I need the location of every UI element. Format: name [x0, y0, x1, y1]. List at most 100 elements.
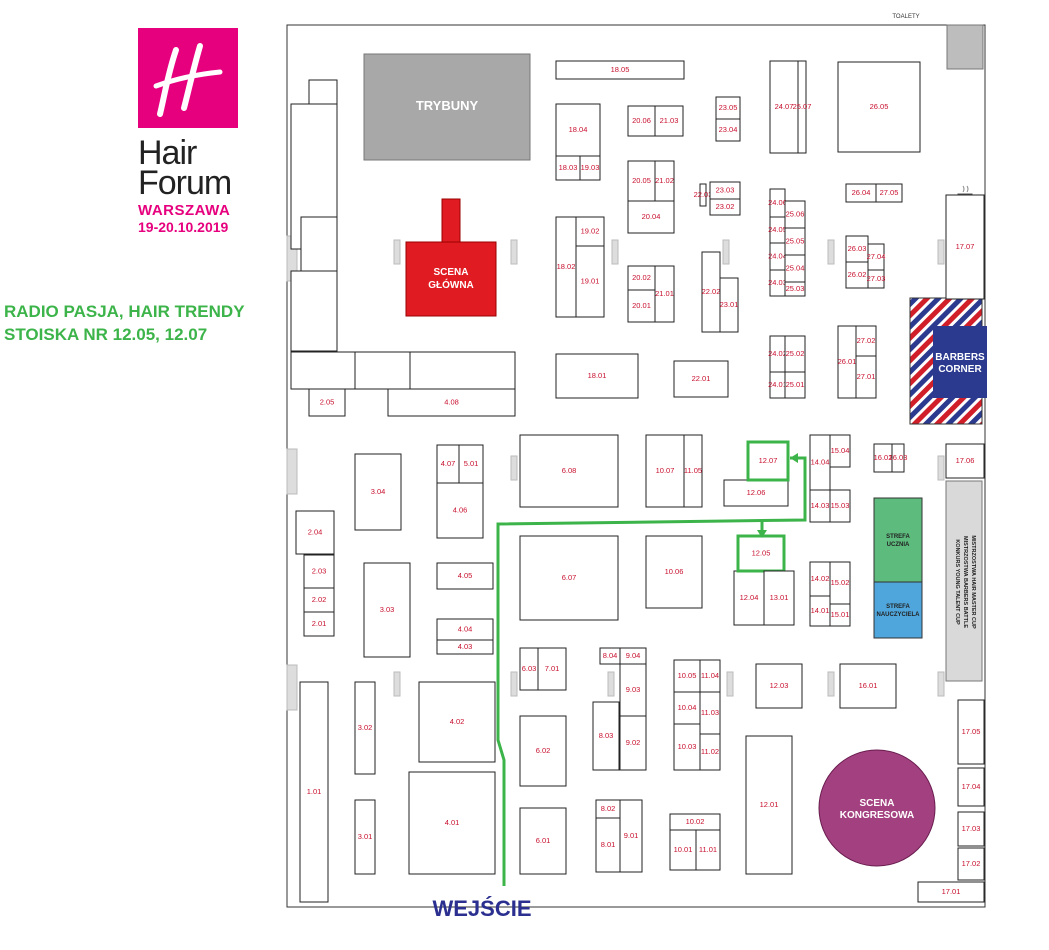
booth-4-06[interactable]: 4.06	[436, 482, 484, 539]
booth-16-03[interactable]: 16.03	[889, 443, 908, 473]
booth-6-01[interactable]: 6.01	[519, 807, 567, 875]
booth-14-04[interactable]: 14.04	[809, 434, 831, 491]
booth-4-03[interactable]: 4.03	[436, 639, 494, 655]
booth-18-01[interactable]: 18.01	[555, 353, 639, 399]
booth-2-05[interactable]: 2.05	[308, 388, 346, 417]
booth-4-04[interactable]: 4.04	[436, 618, 494, 641]
booth-19-01[interactable]: 19.01	[575, 245, 605, 318]
booth-27-03[interactable]: 27.03	[867, 269, 886, 289]
booth-9-04[interactable]: 9.04	[619, 647, 647, 665]
booth-24-07[interactable]: 24.07	[769, 60, 799, 154]
booth-6-02[interactable]: 6.02	[519, 715, 567, 787]
booth-21-03[interactable]: 21.03	[654, 105, 684, 137]
booth-17-03[interactable]: 17.03	[957, 811, 985, 847]
booth-14-01[interactable]: 14.01	[809, 595, 831, 627]
booth-27-05[interactable]: 27.05	[875, 183, 903, 203]
booth-14-02[interactable]: 14.02	[809, 561, 831, 597]
booth-10-07[interactable]: 10.07	[645, 434, 685, 508]
booth-4-05[interactable]: 4.05	[436, 562, 494, 590]
booth-25-01[interactable]: 25.01	[784, 371, 806, 399]
booth-21-01[interactable]: 21.01	[654, 265, 675, 323]
booth-25-07[interactable]: 25.07	[793, 60, 812, 154]
booth-20-04[interactable]: 20.04	[627, 200, 675, 234]
booth-24-04[interactable]: 24.04	[768, 242, 787, 271]
booth-4-07[interactable]: 4.07	[436, 444, 460, 484]
booth-15-02[interactable]: 15.02	[829, 561, 851, 605]
booth-27-02[interactable]: 27.02	[855, 325, 877, 357]
booth-26-04[interactable]: 26.04	[845, 183, 877, 203]
booth-2-04[interactable]: 2.04	[295, 510, 335, 555]
booth-19-03[interactable]: 19.03	[579, 155, 601, 181]
booth-24-02[interactable]: 24.02	[768, 335, 787, 373]
booth-6-07[interactable]: 6.07	[519, 535, 619, 621]
booth-3-02[interactable]: 3.02	[354, 681, 376, 775]
booth-11-02[interactable]: 11.02	[699, 733, 721, 771]
booth-25-06[interactable]: 25.06	[784, 200, 806, 229]
booth-17-06[interactable]: 17.06	[945, 443, 985, 479]
booth-10-05[interactable]: 10.05	[673, 659, 701, 693]
booth-8-04[interactable]: 8.04	[599, 647, 621, 665]
booth-10-03[interactable]: 10.03	[673, 723, 701, 771]
booth-2-02[interactable]: 2.02	[303, 587, 335, 613]
booth-12-07[interactable]: 12.07	[746, 440, 790, 482]
booth-20-01[interactable]: 20.01	[627, 289, 656, 323]
booth-14-03[interactable]: 14.03	[809, 489, 831, 523]
booth-11-03[interactable]: 11.03	[699, 691, 721, 735]
booth-18-05[interactable]: 18.05	[555, 60, 685, 80]
booth-5-01[interactable]: 5.01	[458, 444, 484, 484]
booth-11-04[interactable]: 11.04	[699, 659, 721, 693]
booth-17-07[interactable]: 17.07	[945, 194, 985, 300]
booth-1-01[interactable]: 1.01	[299, 681, 329, 903]
booth-4-01[interactable]: 4.01	[408, 771, 496, 875]
booth-12-03[interactable]: 12.03	[755, 663, 803, 709]
booth-23-05[interactable]: 23.05	[715, 96, 741, 120]
booth-15-03[interactable]: 15.03	[829, 489, 851, 523]
booth-25-03[interactable]: 25.03	[784, 281, 806, 297]
booth-9-01[interactable]: 9.01	[619, 799, 643, 873]
booth-16-01[interactable]: 16.01	[839, 663, 897, 709]
booth-20-02[interactable]: 20.02	[627, 265, 656, 291]
booth-8-01[interactable]: 8.01	[595, 817, 621, 873]
booth-19-02[interactable]: 19.02	[575, 216, 605, 247]
booth-26-01[interactable]: 26.01	[837, 325, 857, 399]
booth-2-03[interactable]: 2.03	[303, 554, 335, 589]
booth-23-03[interactable]: 23.03	[709, 181, 741, 200]
booth-26-02[interactable]: 26.02	[845, 261, 869, 289]
booth-12-06[interactable]: 12.06	[723, 479, 789, 507]
booth-24-01[interactable]: 24.01	[768, 371, 787, 399]
booth-8-03[interactable]: 8.03	[592, 701, 620, 771]
booth-4-08[interactable]: 4.08	[387, 388, 516, 417]
booth-6-03[interactable]: 6.03	[519, 647, 539, 691]
booth-24-03[interactable]: 24.03	[768, 269, 787, 297]
booth-18-02[interactable]: 18.02	[555, 216, 577, 318]
booth-26-05[interactable]: 26.05	[837, 61, 921, 153]
booth-24-06[interactable]: 24.06	[768, 188, 787, 218]
booth-7-01[interactable]: 7.01	[537, 647, 567, 691]
booth-23-01[interactable]: 23.01	[719, 277, 739, 333]
booth-26-03[interactable]: 26.03	[845, 235, 869, 263]
booth-9-02[interactable]: 9.02	[619, 715, 647, 771]
booth-15-04[interactable]: 15.04	[829, 434, 851, 468]
booth-9-03[interactable]: 9.03	[619, 663, 647, 717]
booth-10-02[interactable]: 10.02	[669, 813, 721, 831]
booth-10-01[interactable]: 10.01	[669, 829, 697, 871]
booth-11-01[interactable]: 11.01	[695, 829, 721, 871]
booth-10-04[interactable]: 10.04	[673, 691, 701, 725]
booth-23-02[interactable]: 23.02	[709, 198, 741, 216]
booth-25-04[interactable]: 25.04	[784, 254, 806, 283]
booth-6-08[interactable]: 6.08	[519, 434, 619, 508]
booth-20-06[interactable]: 20.06	[627, 105, 656, 137]
booth-2-01[interactable]: 2.01	[303, 611, 335, 637]
booth-17-02[interactable]: 17.02	[957, 847, 985, 881]
booth-27-01[interactable]: 27.01	[855, 355, 877, 399]
booth-13-01[interactable]: 13.01	[763, 570, 795, 626]
booth-12-04[interactable]: 12.04	[733, 570, 765, 626]
booth-3-01[interactable]: 3.01	[354, 799, 376, 875]
booth-24-05[interactable]: 24.05	[768, 216, 787, 244]
booth-18-04[interactable]: 18.04	[555, 103, 601, 157]
booth-17-01[interactable]: 17.01	[917, 881, 985, 903]
booth-4-02[interactable]: 4.02	[418, 681, 496, 763]
booth-18-03[interactable]: 18.03	[555, 155, 581, 181]
booth-25-02[interactable]: 25.02	[784, 335, 806, 373]
booth-12-05[interactable]: 12.05	[736, 534, 786, 573]
